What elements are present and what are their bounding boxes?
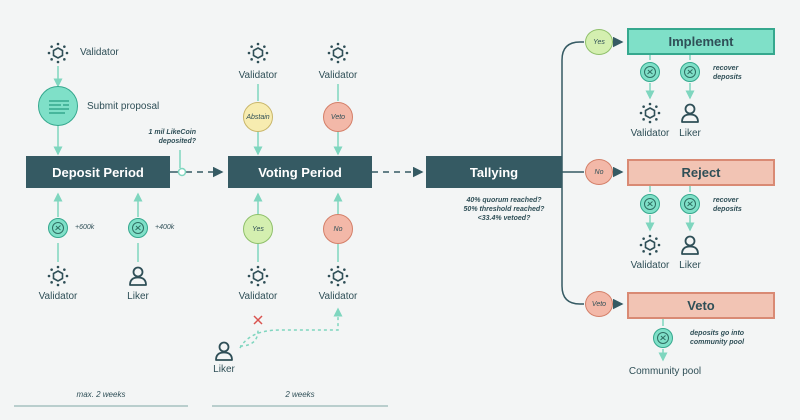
vote-yes-bubble: Yes [243, 214, 273, 244]
coin-icon [48, 218, 68, 238]
liker-reject-label: Liker [679, 260, 701, 271]
vote-no-bubble: No [323, 214, 353, 244]
dashed-liker-to-validator-overridden [239, 329, 259, 347]
liker-icon [679, 102, 701, 129]
vote-veto-bubble: Veto [323, 102, 353, 132]
coin-icon [653, 328, 673, 348]
liker-deposit-amount: +400k [155, 224, 175, 231]
line-tally-to-yes [561, 41, 584, 172]
validator-vote-no-label: Validator [318, 291, 358, 302]
line-tally-to-veto [561, 172, 584, 305]
validator-reject-label: Validator [630, 260, 670, 271]
veto-box: Veto [627, 292, 775, 319]
coin-icon [640, 194, 660, 214]
submit-proposal-label: Submit proposal [87, 101, 160, 112]
document-icon [38, 86, 78, 126]
timeline-deposit-label: max. 2 weeks [76, 390, 126, 399]
coin-icon [680, 62, 700, 82]
coin-glyph [644, 66, 656, 78]
liker-icon [213, 340, 235, 367]
community-pool-label: Community pool [628, 366, 702, 377]
validator-vote-abstain-label: Validator [238, 70, 278, 81]
validator-icon [327, 265, 349, 292]
coin-icon [128, 218, 148, 238]
coin-glyph [684, 66, 696, 78]
coin-glyph [644, 198, 656, 210]
coin-glyph [132, 222, 144, 234]
vote-abstain-bubble: Abstain [243, 102, 273, 132]
coin-glyph [657, 332, 669, 344]
coin-icon [640, 62, 660, 82]
validator-deposit-amount: +600k [75, 224, 95, 231]
tallying-box: Tallying [426, 156, 562, 188]
validator-implement-label: Validator [630, 128, 670, 139]
validator-icon [47, 265, 69, 292]
coin-glyph [52, 222, 64, 234]
validator-top-left-label: Validator [80, 47, 119, 58]
coin-glyph [684, 198, 696, 210]
deposit-period-box: Deposit Period [26, 156, 170, 188]
tally-conditions-note: 40% quorum reached?50% threshold reached… [463, 197, 545, 222]
liker-implement-label: Liker [679, 128, 701, 139]
liker-delegator-label: Liker [213, 364, 235, 375]
liker-icon [127, 265, 149, 292]
validator-vote-yes-label: Validator [238, 291, 278, 302]
validator-icon [47, 42, 69, 69]
validator-icon [247, 42, 269, 69]
validator-icon [639, 102, 661, 129]
branch-yes-bubble: Yes [585, 29, 613, 55]
reject-box: Reject [627, 159, 775, 186]
coin-icon [680, 194, 700, 214]
voting-period-box: Voting Period [228, 156, 372, 188]
cross-mark-icon [253, 315, 263, 325]
validator-vote-veto-label: Validator [318, 70, 358, 81]
liker-deposit-label: Liker [127, 291, 149, 302]
validator-icon [639, 234, 661, 261]
branch-no-bubble: No [585, 159, 613, 185]
liker-icon [679, 234, 701, 261]
validator-icon [247, 265, 269, 292]
validator-deposit-label: Validator [38, 291, 78, 302]
dashed-liker-to-validator-override [239, 307, 343, 349]
branch-veto-bubble: Veto [585, 291, 613, 317]
validator-icon [327, 42, 349, 69]
condition-junction-dot [177, 167, 187, 177]
implement-box: Implement [627, 28, 775, 55]
timeline-voting-label: 2 weeks [285, 390, 315, 399]
